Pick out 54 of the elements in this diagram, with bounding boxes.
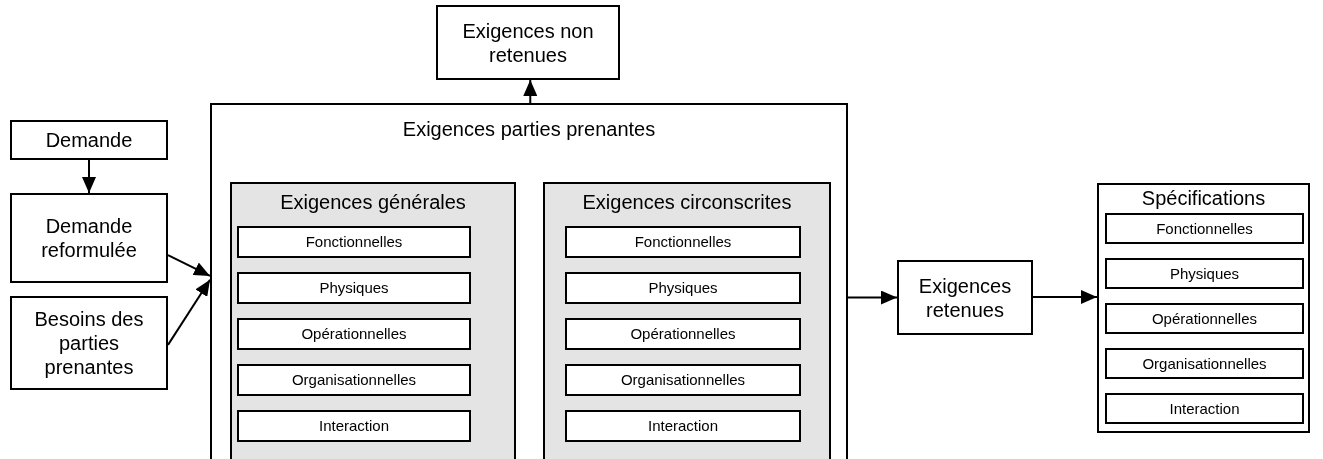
group-heading: Spécifications: [1141, 186, 1266, 210]
item-box: [565, 318, 801, 350]
group-box: [210, 103, 848, 459]
box-label: Interaction: [647, 417, 718, 435]
box-label: Demande reformulée: [40, 214, 138, 262]
box-label: Interaction: [318, 417, 389, 435]
box-label: Organisationnelles: [1142, 354, 1267, 373]
arrow: [167, 278, 211, 346]
box-label: Opérationnelles: [1151, 309, 1258, 328]
item-box: [1105, 303, 1304, 334]
box-label: Organisationnelles: [620, 371, 746, 389]
item-box: [565, 410, 801, 442]
item-box: [237, 318, 471, 350]
item-box: [237, 272, 471, 304]
item-box: [565, 226, 801, 258]
box-label: Fonctionnelles: [634, 233, 732, 251]
box-label: Fonctionnelles: [1156, 219, 1253, 238]
box-label: Organisationnelles: [291, 371, 417, 389]
process-box: [10, 296, 168, 390]
box-label: Besoins des parties prenantes: [33, 307, 145, 379]
item-box: [1105, 213, 1304, 244]
process-box: [10, 120, 168, 160]
arrow: [847, 290, 898, 305]
box-label: Fonctionnelles: [305, 233, 403, 251]
box-label: Demande: [45, 128, 133, 152]
box-label: Opérationnelles: [630, 325, 736, 343]
box-label: Opérationnelles: [301, 325, 407, 343]
arrow: [1032, 290, 1098, 304]
category-panel: [230, 182, 516, 459]
group-heading: Exigences circonscrites: [582, 190, 792, 214]
process-box: [897, 260, 1033, 335]
category-panel: [543, 182, 831, 459]
item-box: [237, 410, 471, 442]
item-box: [237, 226, 471, 258]
box-label: Exigences non retenues: [461, 18, 595, 67]
group-heading: Exigences parties prenantes: [402, 117, 656, 141]
process-box: [10, 193, 168, 283]
arrow: [82, 159, 96, 194]
item-box: [1105, 393, 1304, 424]
item-box: [1105, 258, 1304, 289]
box-label: Physiques: [319, 279, 389, 297]
item-box: [565, 272, 801, 304]
box-label: Physiques: [1169, 264, 1240, 283]
group-heading: Exigences générales: [280, 190, 466, 214]
item-box: [1105, 348, 1304, 379]
arrow: [167, 254, 211, 277]
process-box: [436, 5, 620, 80]
item-box: [565, 364, 801, 396]
group-box: [1097, 183, 1310, 433]
item-box: [237, 364, 471, 396]
box-label: Physiques: [648, 279, 718, 297]
box-label: Exigences retenues: [917, 273, 1013, 322]
box-label: Interaction: [1169, 399, 1240, 418]
arrow: [523, 79, 538, 104]
